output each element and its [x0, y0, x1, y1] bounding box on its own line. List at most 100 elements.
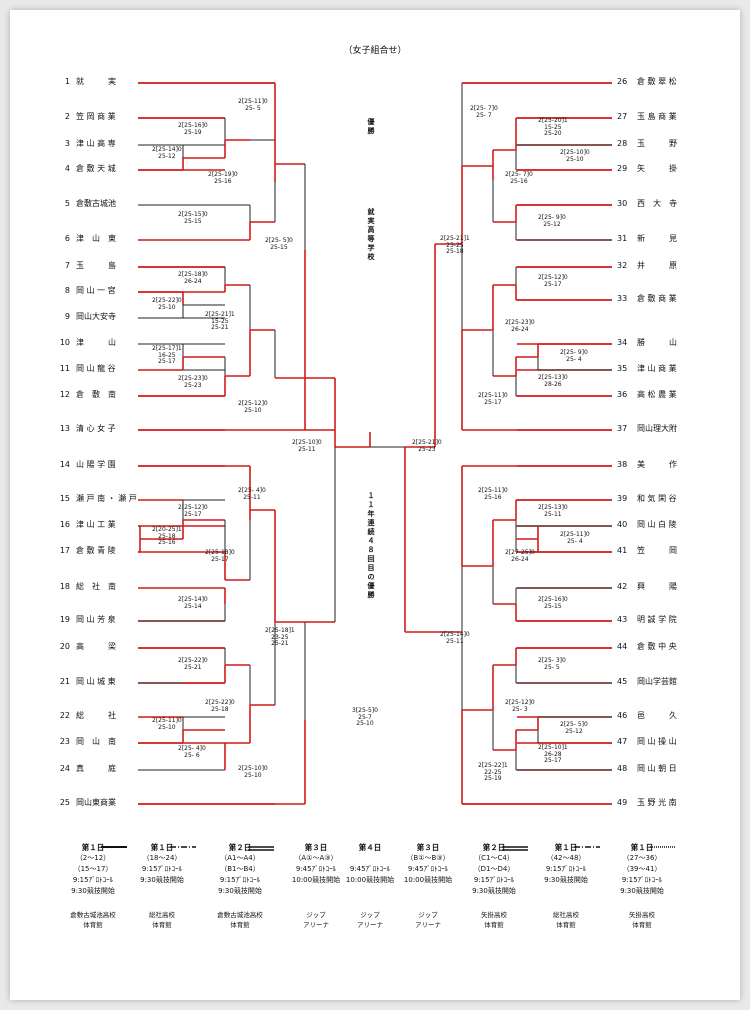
match-score: 2[25-21]1 23-25 25-18 — [440, 235, 470, 256]
match-score: 2[25-21]0 25-23 — [412, 439, 442, 453]
schedule-venue: ジップ アリーナ — [303, 911, 329, 929]
team-number: 37 — [617, 424, 628, 433]
match-score: 2[25-10]0 25-11 — [292, 439, 322, 453]
schedule-time1: 9:15ｱﾞﾛﾄｺｰﾙ — [545, 865, 587, 873]
match-score: 2[25- 9]0 25- 4 — [560, 349, 588, 363]
team-name: 瀬 戸 南 ・ 瀬 戸 — [76, 494, 137, 503]
match-score: 2[25-22]1 22-25 25-19 — [478, 762, 508, 783]
match-score: 2[25-12]0 25-10 — [238, 400, 268, 414]
schedule-time1: 9:45ｱﾞﾛﾄｺｰﾙ — [295, 865, 337, 873]
team-number: 38 — [617, 460, 628, 469]
team-number: 16 — [59, 520, 70, 529]
team-entry: 41 笠 岡 — [617, 546, 677, 556]
team-entry: 10 津 山 — [58, 338, 116, 348]
schedule-venue: 総社高校 体育館 — [553, 911, 579, 929]
team-name: 玉 島 商 業 — [637, 112, 677, 121]
match-score: 2[25-11]0 25-16 — [478, 487, 508, 501]
match-score: 2[25-21]1 15-25 25-21 — [205, 311, 235, 332]
team-name: 倉 敷 南 — [76, 390, 116, 399]
schedule-time1: 9:15ｱﾞﾛﾄｺｰﾙ — [219, 876, 261, 884]
team-name: 西 大 寺 — [637, 199, 677, 208]
team-name: 津 山 高 専 — [76, 139, 116, 148]
schedule-day: 第２日 — [482, 843, 506, 852]
match-score: 2[25- 5]0 25-12 — [560, 721, 588, 735]
team-number: 42 — [617, 582, 628, 591]
team-number: 13 — [59, 424, 70, 433]
team-number: 3 — [64, 139, 70, 148]
match-score: 2[25- 9]0 25-12 — [538, 214, 566, 228]
team-name: 倉 敷 青 陵 — [76, 546, 116, 555]
team-number: 26 — [617, 77, 628, 86]
schedule-time2: 9:30競技開始 — [544, 876, 588, 884]
match-score: 2[25-18]0 26-24 — [178, 271, 208, 285]
team-name: 岡 山 龍 谷 — [76, 364, 116, 373]
schedule-day: 第３日 — [304, 843, 328, 852]
match-score: 2[25-11]0 25- 5 — [238, 98, 268, 112]
match-score: 2[25-20]1 15-25 25-20 — [538, 117, 568, 138]
schedule-rounds: （C1～C4） （D1～D4） — [473, 854, 515, 873]
match-score: 2[25-12]0 25-17 — [538, 274, 568, 288]
team-name: 倉 敷 中 央 — [637, 642, 677, 651]
team-name: 岡 山 操 山 — [637, 737, 677, 746]
schedule-venue: 倉敷古城池高校 体育館 — [217, 911, 263, 929]
schedule-day: 第３日 — [416, 843, 440, 852]
schedule-time1: 9:45ｱﾞﾛﾄｺｰﾙ — [407, 865, 449, 873]
match-score: 2[25-12]0 25- 3 — [505, 699, 535, 713]
match-score: 2[25-18]1 23-25 25-21 — [265, 627, 295, 648]
team-number: 22 — [59, 711, 70, 720]
schedule-time1: 9:45ｱﾞﾛﾄｺｰﾙ — [349, 865, 391, 873]
team-name: 興 陽 — [637, 582, 677, 591]
team-number: 28 — [617, 139, 628, 148]
team-name: 就 実 — [76, 77, 116, 86]
team-number: 31 — [617, 234, 628, 243]
team-name: 岡 山 一 宮 — [76, 286, 116, 295]
team-name: 倉 敷 天 城 — [76, 164, 116, 173]
team-entry: 34 勝 山 — [617, 338, 677, 348]
schedule-rounds: （B①～B③） — [406, 854, 450, 862]
team-entry: 12 倉 敷 南 — [58, 390, 116, 400]
team-number: 34 — [617, 338, 628, 347]
team-name: 笠 岡 — [637, 546, 677, 555]
schedule-rounds: （27～36） （39～41） — [622, 854, 662, 873]
team-number: 41 — [617, 546, 628, 555]
match-score: 2[25-11]0 25-17 — [478, 392, 508, 406]
team-name: 勝 山 — [637, 338, 677, 347]
match-score: 2[25- 7]0 25-16 — [505, 171, 533, 185]
schedule-time2: 9:30競技開始 — [218, 887, 262, 895]
team-number: 18 — [59, 582, 70, 591]
team-name: 井 原 — [637, 261, 677, 270]
schedule-time2: 10:00競技開始 — [291, 876, 341, 884]
team-name: 明 誠 学 院 — [637, 615, 677, 624]
team-number: 10 — [59, 338, 70, 347]
match-score: 2[25- 3]0 25- 5 — [538, 657, 566, 671]
team-number: 5 — [64, 199, 70, 208]
schedule-venue: 矢掛高校 体育館 — [629, 911, 655, 929]
team-name: 津 山 — [76, 338, 116, 347]
schedule-time1: 9:15ｱﾞﾛﾄｺｰﾙ — [141, 865, 183, 873]
team-number: 12 — [59, 390, 70, 399]
team-name: 玉 野 光 南 — [637, 798, 677, 807]
document-sheet — [10, 10, 740, 1000]
schedule-day: 第２日 — [228, 843, 252, 852]
team-name: 高 松 農 業 — [637, 390, 677, 399]
team-name: 真 庭 — [76, 764, 116, 773]
team-name: 新 見 — [637, 234, 677, 243]
team-name: 矢 掛 — [637, 164, 677, 173]
